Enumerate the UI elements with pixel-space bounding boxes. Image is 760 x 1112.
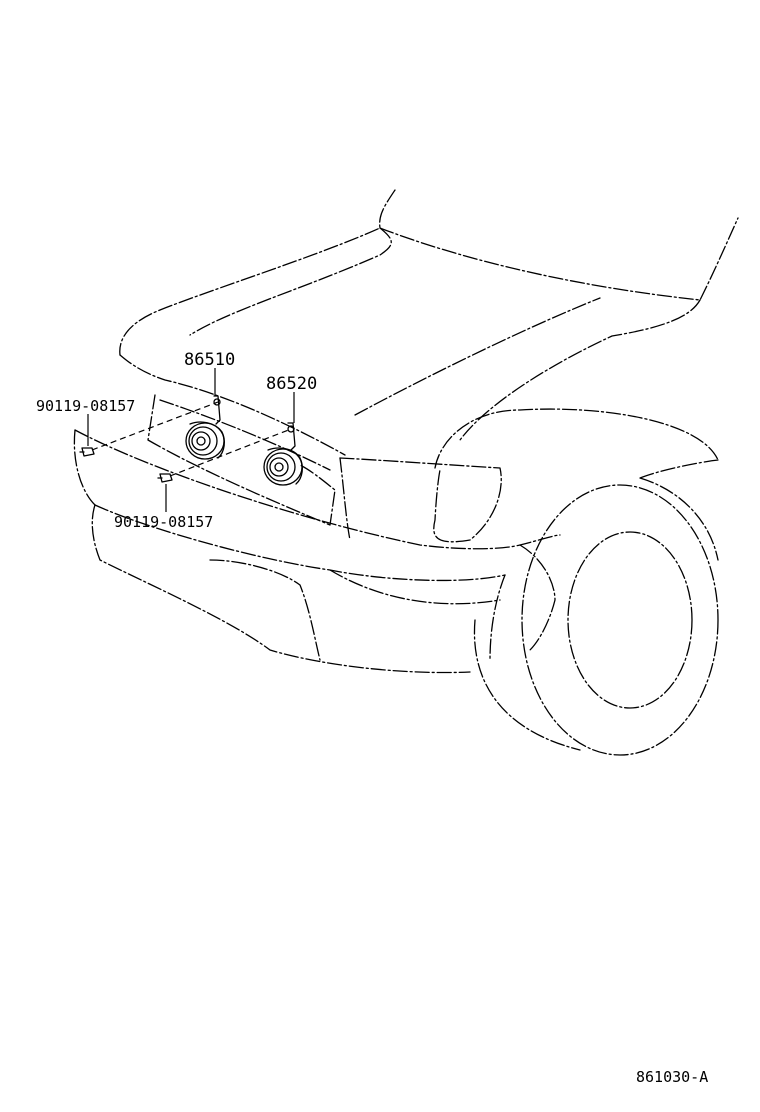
bolt-left-icon (79, 447, 95, 457)
part-label-86520: 86520 (266, 374, 317, 394)
bolt-lower-icon (157, 473, 173, 483)
diagram-code: 861030-A (636, 1068, 708, 1086)
part-label-86510: 86510 (184, 350, 235, 370)
part-label-bolt-lower: 90119-08157 (114, 513, 213, 531)
part-label-bolt-left: 90119-08157 (36, 397, 135, 415)
vehicle-body-outline (73, 189, 739, 756)
horn-86510-icon (185, 395, 225, 460)
installation-lines (91, 401, 292, 477)
leader-lines (87, 368, 295, 512)
horn-86520-icon (263, 422, 303, 486)
